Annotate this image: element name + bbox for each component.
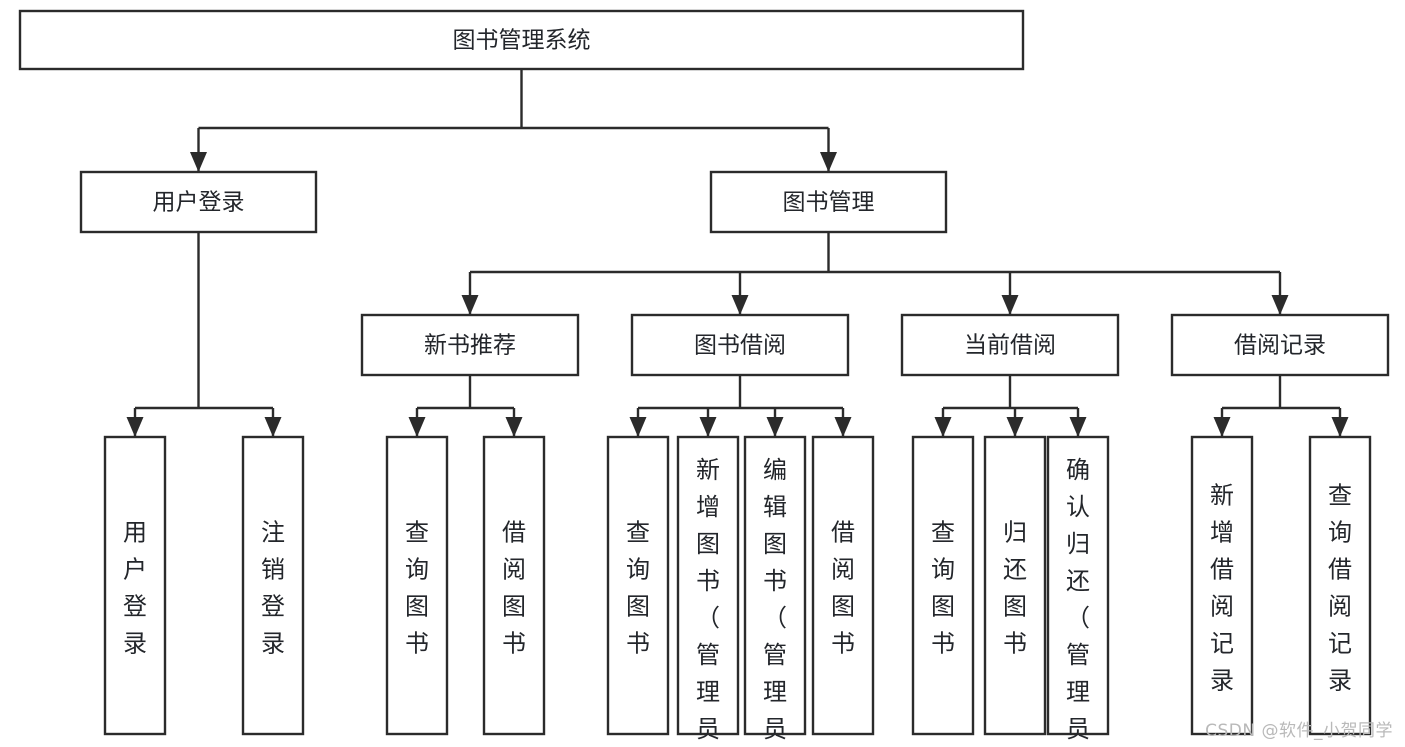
leaf-node-3[interactable]: 借阅图书 <box>482 435 546 736</box>
connector-group <box>934 375 1087 437</box>
leaf-node-9[interactable]: 归还图书 <box>983 435 1047 736</box>
arrow-head-icon <box>1006 417 1024 437</box>
leaf-node-2[interactable]: 查询图书 <box>385 435 449 736</box>
leaf-label: 借阅图书 <box>502 518 526 657</box>
arrow-head-icon <box>505 417 523 437</box>
arrow-head-icon <box>629 417 647 437</box>
arrow-head-icon <box>408 417 426 437</box>
level3-node-3[interactable]: 借阅记录 <box>1170 313 1390 377</box>
level2-node-1[interactable]: 图书管理 <box>709 170 948 234</box>
leaf-node-0[interactable]: 用户登录 <box>103 435 167 736</box>
leaf-node-4[interactable]: 查询图书 <box>606 435 670 736</box>
arrow-head-icon <box>1001 295 1019 315</box>
leaf-node-5[interactable]: 新增图书（管理员） <box>676 435 740 747</box>
level3-node-1[interactable]: 图书借阅 <box>630 313 850 377</box>
leaf-node-11[interactable]: 新增借阅记录 <box>1190 435 1254 736</box>
leaf-label: 确认归还（管理员） <box>1066 456 1090 747</box>
diagram-nodes: 图书管理系统用户登录图书管理新书推荐图书借阅当前借阅借阅记录用户登录注销登录查询… <box>18 9 1390 747</box>
arrow-head-icon <box>461 295 479 315</box>
leaf-label: 查询图书 <box>405 518 429 657</box>
connector-group <box>461 232 1289 315</box>
node-label: 借阅记录 <box>1234 333 1326 359</box>
leaf-label: 用户登录 <box>123 518 147 657</box>
leaf-label: 新增图书（管理员） <box>696 456 720 747</box>
level3-node-0[interactable]: 新书推荐 <box>360 313 580 377</box>
node-label: 用户登录 <box>153 190 245 216</box>
leaf-node-7[interactable]: 借阅图书 <box>811 435 875 736</box>
leaf-node-12[interactable]: 查询借阅记录 <box>1308 435 1372 736</box>
arrow-head-icon <box>190 152 207 172</box>
leaf-node-8[interactable]: 查询图书 <box>911 435 975 736</box>
arrow-head-icon <box>264 417 282 437</box>
level3-node-2[interactable]: 当前借阅 <box>900 313 1120 377</box>
leaf-label: 编辑图书（管理员） <box>763 456 787 747</box>
arrow-head-icon <box>820 152 837 172</box>
arrow-head-icon <box>766 417 784 437</box>
arrow-head-icon <box>699 417 717 437</box>
leaf-node-10[interactable]: 确认归还（管理员） <box>1046 435 1110 747</box>
level2-node-0[interactable]: 用户登录 <box>79 170 318 234</box>
node-label: 图书借阅 <box>694 333 786 359</box>
arrow-head-icon <box>834 417 852 437</box>
connector-group <box>629 375 852 437</box>
leaf-label: 查询图书 <box>931 518 955 657</box>
connector-group <box>126 232 282 437</box>
connector-group <box>190 69 837 172</box>
root-node-book-management-system[interactable]: 图书管理系统 <box>18 9 1025 71</box>
connector-group <box>408 375 523 437</box>
leaf-label: 查询借阅记录 <box>1328 481 1352 694</box>
arrow-head-icon <box>1271 295 1289 315</box>
arrow-head-icon <box>1213 417 1231 437</box>
node-label: 图书管理系统 <box>453 28 591 54</box>
arrow-head-icon <box>934 417 952 437</box>
arrow-head-icon <box>126 417 144 437</box>
leaf-label: 归还图书 <box>1003 518 1027 657</box>
arrow-head-icon <box>731 295 749 315</box>
leaf-label: 借阅图书 <box>831 518 855 657</box>
leaf-node-6[interactable]: 编辑图书（管理员） <box>743 435 807 747</box>
leaf-label: 注销登录 <box>261 518 285 657</box>
leaf-label: 查询图书 <box>626 518 650 657</box>
node-label: 图书管理 <box>783 190 875 216</box>
arrow-head-icon <box>1069 417 1087 437</box>
leaf-label: 新增借阅记录 <box>1210 481 1234 694</box>
arrow-head-icon <box>1331 417 1349 437</box>
node-label: 新书推荐 <box>424 333 516 359</box>
leaf-node-1[interactable]: 注销登录 <box>241 435 305 736</box>
node-label: 当前借阅 <box>964 333 1056 359</box>
connector-edges <box>126 69 1349 437</box>
connector-group <box>1213 375 1349 437</box>
